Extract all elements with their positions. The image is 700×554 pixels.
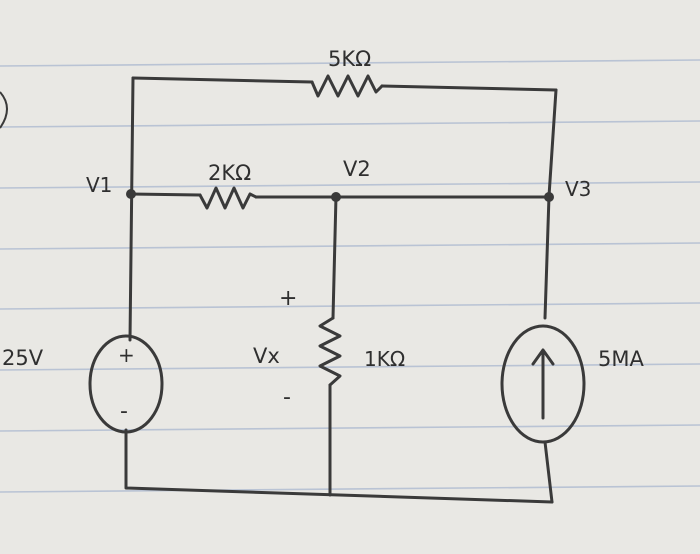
current-source bbox=[500, 324, 586, 444]
vx-label: Vx bbox=[253, 344, 280, 368]
node-v2-dot bbox=[331, 192, 341, 202]
label-25v: 25V bbox=[2, 346, 44, 370]
label-2k: 2KΩ bbox=[208, 161, 251, 185]
resistor-5k bbox=[310, 74, 384, 98]
resistor-2k bbox=[198, 186, 258, 210]
voltage-source: + - bbox=[88, 334, 164, 434]
paper-rules bbox=[0, 59, 700, 493]
resistor-1k bbox=[318, 316, 342, 387]
node-label-v3: V3 bbox=[565, 177, 591, 201]
source-minus-sign: - bbox=[120, 399, 128, 424]
node-v1-dot bbox=[126, 189, 136, 199]
label-5k: 5KΩ bbox=[328, 47, 371, 71]
vx-plus-sign: + bbox=[279, 286, 297, 311]
node-label-v1: V1 bbox=[86, 173, 112, 197]
node-label-v2: V2 bbox=[343, 157, 371, 181]
node-v3-dot bbox=[544, 192, 554, 202]
vx-minus-sign: - bbox=[283, 385, 291, 410]
wires bbox=[124, 76, 558, 504]
source-plus-sign: + bbox=[118, 343, 135, 367]
label-5ma: 5MA bbox=[598, 347, 644, 371]
label-1k: 1KΩ bbox=[364, 347, 405, 371]
